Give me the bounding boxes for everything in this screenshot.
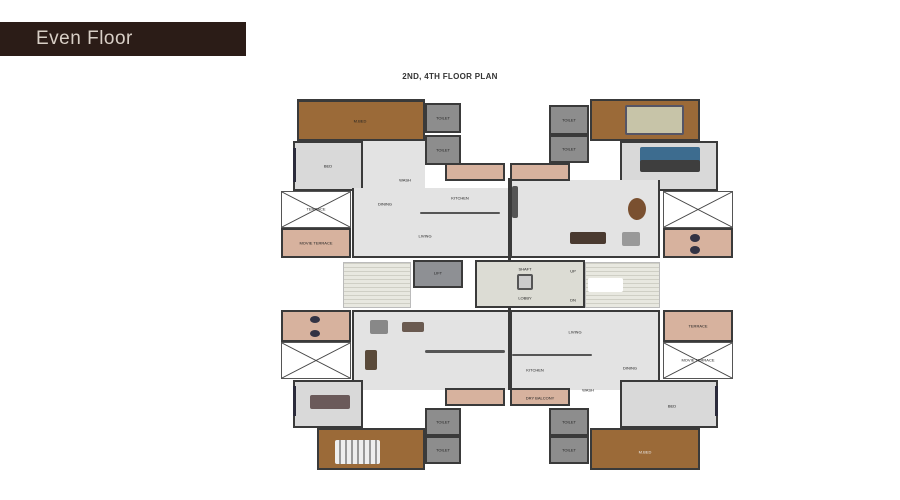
toilet-br-2 <box>549 436 589 464</box>
label-lobby: LOBBY <box>518 295 532 301</box>
lift <box>413 260 463 288</box>
chair-icon <box>690 246 700 254</box>
label-wash-tl: WASH <box>399 177 411 183</box>
label-kitchen-tl: KITCHEN <box>451 195 469 201</box>
label-bed-tl: BED <box>323 163 333 169</box>
window-icon <box>293 148 296 182</box>
label-living-tl: LIVING <box>418 233 432 239</box>
bedroom-tl <box>293 141 363 191</box>
toilet-bl-1 <box>425 408 461 436</box>
label-toilet-br-1: TOILET <box>562 419 576 425</box>
banner-label: Even Floor <box>36 28 133 49</box>
tv-unit-icon <box>570 232 606 244</box>
label-mbed-br: M.BED <box>638 449 652 455</box>
chair-icon <box>690 234 700 242</box>
dining-table-icon <box>365 350 377 370</box>
movie-terrace-bl <box>281 310 351 342</box>
toilet-tr-1 <box>549 105 589 135</box>
even-floor-banner: Even Floor <box>0 22 246 56</box>
label-terrace-tl: TERRACE <box>306 206 326 212</box>
movie-terrace-tl <box>281 228 351 258</box>
label-dn: DN <box>570 297 576 303</box>
label-movie-terrace-br: MOVIE TERRACE <box>681 357 715 363</box>
label-wash-br: WASH <box>582 387 594 393</box>
bed-furniture-icon <box>625 105 684 135</box>
toilet-tl-2 <box>425 135 461 165</box>
label-living-br: LIVING <box>568 329 582 335</box>
kitchen-counter-bl <box>425 350 505 353</box>
toilet-tr-2 <box>549 135 589 163</box>
kitchen-counter <box>420 212 500 214</box>
master-bedroom-top-left <box>297 99 425 141</box>
bedroom-br <box>620 380 718 428</box>
coffee-table-icon <box>402 322 424 332</box>
kitchen-counter-br <box>512 354 592 356</box>
label-lift: LIFT <box>433 270 443 276</box>
movie-terrace-tr <box>663 228 733 258</box>
label-dining-tl: DINING <box>378 201 392 207</box>
movie-terrace-br <box>663 310 733 342</box>
sofa-icon <box>370 320 388 334</box>
label-up: UP <box>570 268 576 274</box>
window-icon <box>715 386 718 416</box>
stair-landing <box>588 278 623 292</box>
label-toilet-tr-2: TOILET <box>562 146 576 152</box>
terrace-open-tl <box>281 191 351 228</box>
bed-furniture-icon <box>335 440 380 464</box>
unit-divider-wall <box>508 178 511 260</box>
floor-plan-title: 2ND, 4TH FLOOR PLAN <box>402 72 498 81</box>
chair-icon <box>310 316 320 323</box>
label-movie-terrace-tl: MOVIE TERRACE <box>299 240 333 246</box>
label-toilet-bl-2: TOILET <box>436 447 450 453</box>
label-terrace-br: TERRACE <box>688 323 708 329</box>
wash-area-tr <box>510 163 570 181</box>
label-dining-br: DINING <box>623 365 637 371</box>
dining-living-tl <box>352 188 510 258</box>
label-bed-br: BED <box>667 403 677 409</box>
toilet-bl-2 <box>425 436 461 464</box>
dry-balcony-br <box>510 388 570 406</box>
terrace-open-bl <box>281 342 351 379</box>
toilet-br-1 <box>549 408 589 436</box>
toilet-tl-1 <box>425 103 461 133</box>
wash-area-tl <box>445 163 505 181</box>
label-kitchen-br: KITCHEN <box>526 367 544 373</box>
bed-furniture-icon <box>310 395 350 409</box>
shaft-icon <box>517 274 533 290</box>
label-toilet-tl-2: TOILET <box>436 147 450 153</box>
label-mbed-tl: M.BED <box>353 118 367 124</box>
label-toilet-tl-1: TOILET <box>436 115 450 121</box>
dining-table-icon <box>628 198 646 220</box>
chair-icon <box>310 330 320 337</box>
label-toilet-tr-1: TOILET <box>562 117 576 123</box>
wash-area-bl <box>445 388 505 406</box>
window-icon <box>293 386 296 416</box>
master-bedroom-br <box>590 428 700 470</box>
bed-base <box>640 160 700 172</box>
terrace-open-br <box>663 342 733 379</box>
staircase-left <box>343 262 411 308</box>
living-dining-br <box>510 310 660 390</box>
sofa-icon <box>622 232 640 246</box>
unit-divider-wall <box>508 308 511 390</box>
kitchen-counter-tr <box>512 186 518 218</box>
corridor-tl <box>363 141 425 189</box>
label-shaft: SHAFT <box>518 266 532 272</box>
label-toilet-bl-1: TOILET <box>436 419 450 425</box>
label-dry-balcony-br: DRY BALCONY <box>525 395 555 401</box>
label-toilet-br-2: TOILET <box>562 447 576 453</box>
terrace-open-tr <box>663 191 733 228</box>
